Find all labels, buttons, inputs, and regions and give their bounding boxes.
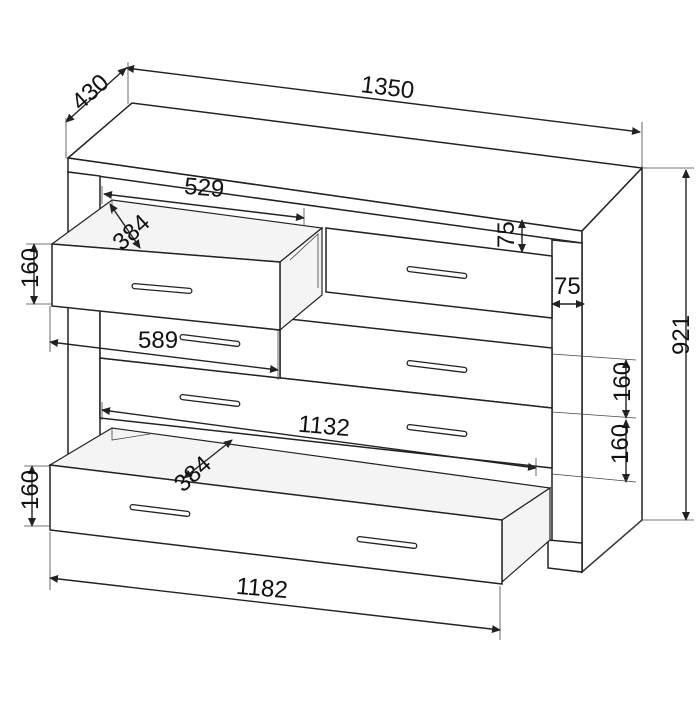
dim-small-drawer-height-label: 75: [493, 221, 520, 248]
dim-depth-label: 430: [66, 69, 114, 116]
drawer-front-bottom: [49, 464, 503, 585]
dim-right-drawer-height-a-label: 160: [609, 362, 636, 402]
dim-right-drawer-height-b-label: 160: [607, 424, 634, 464]
cabinet-plinth: [547, 539, 583, 573]
dim-left-drawer-height-label: 160: [17, 248, 44, 288]
drawer-handle: [406, 359, 468, 373]
dim-small-drawer-depth-label: 75: [554, 273, 581, 300]
dim-top-drawer-width-label: 529: [183, 173, 225, 203]
dim-left-drawer-width-label: 589: [138, 327, 178, 354]
drawer-handle: [129, 503, 191, 517]
drawer-handle: [406, 265, 468, 279]
drawer-handle: [179, 393, 241, 407]
open-top-drawer: [50, 199, 324, 332]
dim-bottom-drawer-width-label: 1182: [235, 573, 289, 604]
dim-width-label: 1350: [359, 71, 415, 104]
dim-mid-drawer-width-label: 1132: [297, 411, 351, 442]
dim-height-label: 921: [668, 315, 695, 355]
drawer-handle: [131, 282, 193, 295]
drawer-handle: [356, 535, 418, 549]
dimension-lines: [24, 62, 694, 640]
dim-bottom-drawer-height-label: 160: [17, 470, 44, 510]
